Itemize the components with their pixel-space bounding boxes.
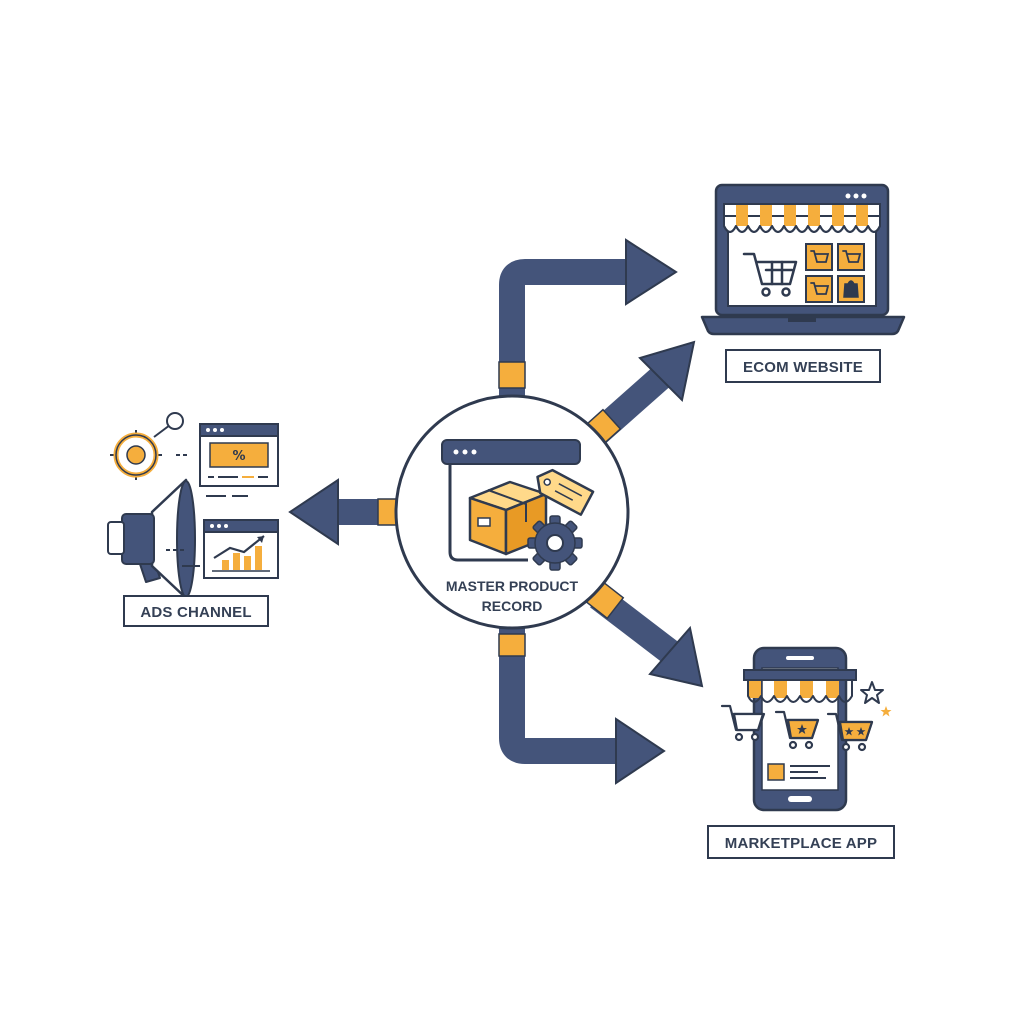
storefront-awning-icon	[743, 669, 857, 703]
product-box-icon	[468, 480, 548, 556]
promo-window-icon: %	[199, 423, 279, 487]
marketplace-app-node: MARKETPLACE APP	[707, 646, 895, 859]
center-label-line1: MASTER PRODUCT	[446, 578, 579, 594]
shopping-cart-icon	[720, 704, 766, 742]
growth-chart-icon	[203, 519, 279, 579]
arrow-to-ads-channel	[288, 478, 400, 546]
ads-channel-node: %	[107, 412, 279, 627]
gear-icon	[527, 515, 583, 571]
arrow-diagonal-to-marketplace	[585, 580, 704, 688]
browser-window-icon	[441, 439, 581, 562]
ecom-website-label: ECOM WEBSITE	[743, 359, 863, 376]
arrow-diagonal-to-ecom	[581, 340, 696, 450]
percent-icon: %	[232, 449, 245, 464]
star-icon	[860, 681, 892, 717]
arrow-to-ecom-website	[498, 238, 678, 402]
shopping-cart-icon	[826, 712, 874, 752]
storefront-awning-icon	[723, 203, 881, 233]
master-product-record-hub: MASTER PRODUCT RECORD	[394, 394, 630, 630]
megaphone-icon	[107, 478, 196, 600]
price-tag-icon	[536, 468, 595, 516]
ads-channel-label: ADS CHANNEL	[140, 604, 251, 621]
target-icon	[110, 412, 188, 480]
shopping-cart-icon	[774, 710, 820, 750]
shopping-cart-icon	[742, 252, 798, 297]
product-tile-grid	[805, 243, 865, 303]
ecom-website-node: ECOM WEBSITE	[700, 183, 906, 383]
arrow-to-marketplace-app	[498, 622, 666, 785]
center-label-line2: RECORD	[482, 598, 543, 614]
marketplace-app-label: MARKETPLACE APP	[725, 835, 877, 852]
